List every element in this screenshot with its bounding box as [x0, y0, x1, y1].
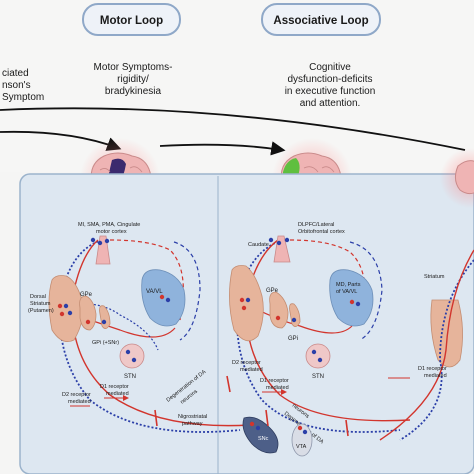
- motor-desc-line2: rigidity/: [117, 74, 149, 85]
- motor-block-mark-2: [226, 375, 231, 393]
- assoc-caudate-label: Caudate: [248, 242, 269, 248]
- associative-loop-title: Associative Loop: [273, 15, 368, 27]
- assoc-gpe-shape: [269, 291, 289, 329]
- motor-gpe-label: GPe: [80, 292, 93, 298]
- motor-cortex-label-1: MI, SMA, PMA, Cingulate: [78, 222, 140, 228]
- limbic-d1-label-1: D1 receptor: [418, 366, 447, 372]
- motor-stn-label: STN: [124, 374, 136, 380]
- motor-striatum-label-1: Dorsal: [30, 294, 46, 300]
- assoc-stn-label: STN: [312, 374, 324, 380]
- assoc-caudate-shape: [229, 265, 264, 342]
- motor-thalamus-label: VA/VL: [146, 289, 163, 295]
- motor-gpi-label: GPi (+SNr): [92, 340, 119, 346]
- assoc-thalamus-label-2: of VA/VL: [336, 289, 357, 295]
- assoc-desc-line1: Cognitive: [309, 62, 351, 73]
- motor-cortex-label-2: motor cortex: [96, 229, 127, 235]
- motor-d1-label-2: mediated: [106, 391, 129, 397]
- arrow-to-associative-loop: [159, 141, 286, 156]
- limbic-striatum-label: Striatum: [424, 274, 445, 280]
- top-arrow-path: [0, 107, 466, 151]
- motor-nigrostriatal-label-2: pathway: [182, 421, 203, 427]
- motor-striatum-label-3: (Putamen): [28, 308, 54, 314]
- limbic-panel: Striatum D1 receptor mediated: [379, 148, 474, 441]
- assoc-vta-label: VTA: [296, 444, 307, 450]
- motor-blue-dotted-pathway: [58, 239, 241, 433]
- assoc-thalamus-red-dashed: [289, 239, 366, 321]
- assoc-blue-dotted-pathway: [236, 239, 401, 433]
- assoc-thalamus-label-1: MD, Parts: [336, 282, 361, 288]
- assoc-desc-line3: in executive function: [285, 86, 376, 97]
- assoc-thalamus-shape: [329, 269, 374, 327]
- assoc-cortex-label-2: Orbitofrontal cortex: [298, 229, 345, 235]
- limbic-striatum-shape: [430, 299, 463, 368]
- assoc-d1-label-2: mediated: [266, 385, 289, 391]
- motor-snc-label: SNc: [258, 436, 269, 442]
- assoc-thalamus-blue-dashed: [349, 241, 383, 341]
- left-text-line1: ciated: [2, 68, 29, 79]
- motor-red-pathway: [71, 239, 251, 427]
- limbic-d1-label-2: mediated: [424, 373, 447, 379]
- assoc-desc-line4: and attention.: [300, 98, 361, 109]
- assoc-block-mark-2: [345, 419, 349, 437]
- motor-indirect-blue: [65, 303, 159, 351]
- motor-thalamus-blue-dashed: [173, 241, 201, 341]
- left-text-line2: nson's: [2, 80, 31, 91]
- left-text-line3: Symptom: [2, 92, 44, 103]
- motor-d1-label-1: D1 receptor: [100, 384, 129, 390]
- motor-gpe-shape: [79, 295, 97, 331]
- motor-striatum-label-2: Striatum: [30, 301, 51, 307]
- assoc-d1-label-1: D1 receptor: [260, 378, 289, 384]
- motor-loop-title: Motor Loop: [100, 15, 163, 27]
- assoc-d2-label-1: D2 receptor: [232, 360, 261, 366]
- motor-stn-shape: [119, 343, 145, 369]
- motor-thalamus-red-dashed: [109, 239, 184, 321]
- motor-nigrostriatal-label-1: Nigrostriatal: [178, 414, 207, 420]
- motor-block-mark-1: [154, 409, 158, 427]
- limbic-brain: [454, 160, 474, 195]
- motor-d2-label-2: mediated: [68, 399, 91, 405]
- assoc-red-pathway: [245, 239, 411, 422]
- assoc-block-mark-1: [265, 409, 269, 427]
- motor-desc-line1: Motor Symptoms-: [94, 62, 173, 73]
- assoc-gpe-label: GPe: [266, 288, 279, 294]
- motor-desc-line3: bradykinesia: [105, 86, 162, 97]
- associative-loop-header: Associative Loop: [261, 3, 381, 36]
- assoc-desc-line2: dysfunction-deficits: [287, 74, 372, 85]
- top-background: [0, 0, 474, 172]
- assoc-cortex-label-1: DLPFC/Lateral: [298, 222, 334, 228]
- motor-d2-label-1: D2 receptor: [62, 392, 91, 398]
- limbic-blue-dotted-pathway: [399, 259, 474, 441]
- motor-loop-header: Motor Loop: [82, 3, 181, 36]
- assoc-stn-shape: [305, 343, 331, 369]
- assoc-d2-label-2: mediated: [240, 367, 263, 373]
- assoc-gpi-label: GPi: [288, 336, 298, 342]
- limbic-red-pathway: [379, 249, 474, 441]
